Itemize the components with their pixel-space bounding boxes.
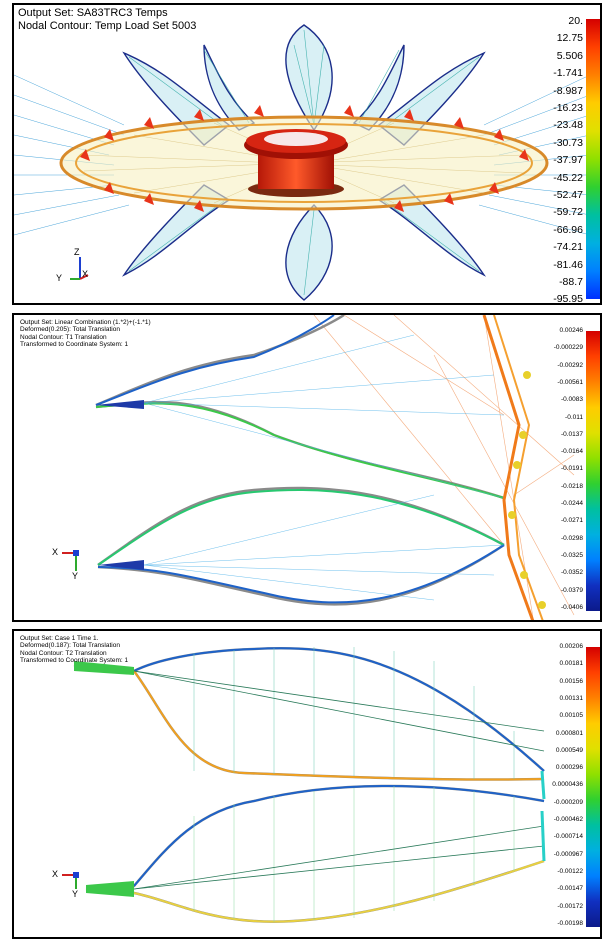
lower-petal xyxy=(85,784,545,923)
x-axis-label: X xyxy=(52,547,59,557)
legend-value: -0.00561 xyxy=(557,378,583,386)
ring-edge xyxy=(540,770,546,862)
lower-petal xyxy=(97,486,505,606)
legend-value: -95.95 xyxy=(553,293,583,305)
legend-value: -88.7 xyxy=(559,276,583,288)
axis-triad: Z Y X xyxy=(56,247,110,296)
legend-value: -16.23 xyxy=(553,102,583,114)
y-axis-label: Y xyxy=(72,889,79,899)
contour-label: Nodal Contour: T2 Translation xyxy=(20,649,107,657)
y-axis-label: Y xyxy=(56,273,63,283)
legend-value: 0.00246 xyxy=(559,327,584,334)
legend-value: -0.00172 xyxy=(557,902,583,910)
output-set-label: Output Set: Case 1 Time 1. xyxy=(20,635,99,642)
legend-value: -0.000714 xyxy=(553,833,583,841)
legend-value: -0.00198 xyxy=(557,919,583,927)
coordinate-system-label: Transformed to Coordinate System: 1 xyxy=(20,657,129,665)
contour-label: Nodal Contour: T1 Translation xyxy=(20,333,107,341)
color-legend: 0.00246 -0.000229 -0.00292 -0.00561 -0.0083 -… xyxy=(528,315,600,620)
legend-value: -0.0083 xyxy=(560,396,583,404)
legend-value: -81.46 xyxy=(553,258,583,271)
legend-value: -0.00122 xyxy=(557,867,583,875)
legend-value: -0.000967 xyxy=(553,850,583,858)
petal-pair-view xyxy=(73,647,546,923)
z-axis-label: Z xyxy=(74,247,80,257)
legend-value: -0.0137 xyxy=(560,430,583,438)
legend-value: 12.75 xyxy=(556,32,583,45)
legend-value: 0.00156 xyxy=(559,677,584,685)
lower-ribs xyxy=(193,786,515,922)
legend-value: 0.000549 xyxy=(555,746,583,754)
legend-value: -0.0271 xyxy=(560,517,583,525)
legend-value: -0.011 xyxy=(565,413,583,421)
legend-value: 0.0000436 xyxy=(552,781,583,789)
result-header: Output Set: SA83TRC3 Temps Nodal Contour… xyxy=(18,7,196,32)
legend-value: 20. xyxy=(568,15,583,27)
legend-value: -0.0406 xyxy=(560,603,583,611)
legend-gradient-bar xyxy=(586,647,600,927)
legend-value: -0.00292 xyxy=(557,361,583,369)
legend-gradient-bar xyxy=(586,19,600,299)
legend-value: -30.73 xyxy=(553,136,583,149)
coordinate-system-label: Transformed to Coordinate System: 1 xyxy=(20,341,129,349)
legend-gradient-bar xyxy=(586,331,600,611)
legend-value: -0.0298 xyxy=(560,534,583,542)
contour-label: Nodal Contour: Temp Load Set 5003 xyxy=(18,19,197,32)
legend-value: 5.506 xyxy=(556,49,583,62)
x-axis-label: X xyxy=(52,869,59,879)
legend-value: -52.47 xyxy=(553,189,583,201)
legend-value: -0.00147 xyxy=(557,885,583,893)
legend-value: -0.000462 xyxy=(553,816,583,823)
legend-value: 0.00181 xyxy=(559,660,584,668)
legend-value: 0.00105 xyxy=(559,712,584,720)
upper-petal xyxy=(73,647,545,781)
t1-translation-panel: Output Set: Linear Combination (1.*2)+(-… xyxy=(12,313,602,622)
ring-edge xyxy=(482,315,544,620)
result-header: Output Set: Case 1 Time 1. Deformed(0.18… xyxy=(20,635,128,665)
legend-value: -0.0379 xyxy=(560,586,583,594)
legend-value: 0.000296 xyxy=(555,764,583,772)
legend-value: -45.22 xyxy=(553,171,583,184)
legend-value: -0.0352 xyxy=(560,569,583,577)
antenna-3d-view xyxy=(14,24,591,301)
petal-mesh xyxy=(128,29,480,296)
legend-value: -59.72 xyxy=(553,206,583,219)
legend-value: -0.0244 xyxy=(560,500,583,507)
legend-value: 0.00131 xyxy=(559,694,584,702)
ring-pads xyxy=(508,371,546,609)
legend-value: -0.0164 xyxy=(560,448,583,456)
legend-value: -0.0325 xyxy=(560,551,583,559)
y-axis-label: Y xyxy=(72,571,79,581)
t2-translation-panel: Output Set: Case 1 Time 1. Deformed(0.18… xyxy=(12,629,602,939)
color-legend: 20. 12.75 5.506 -1.741 -8.987 -16.23 -23.48 -30… xyxy=(528,5,600,305)
legend-value: -37.97 xyxy=(553,154,583,167)
legend-value: -0.0191 xyxy=(560,465,583,473)
axis-triad: X Y xyxy=(52,869,96,914)
upper-petal xyxy=(95,315,505,500)
legend-value: -23.48 xyxy=(553,119,583,132)
output-set-label: Output Set: SA83TRC3 Temps xyxy=(18,7,168,19)
deformed-label: Deformed(0.205): Total Translation xyxy=(20,326,120,334)
result-header: Output Set: Linear Combination (1.*2)+(-… xyxy=(20,319,151,349)
legend-value: -0.0218 xyxy=(560,482,583,490)
color-legend: 0.00206 0.00181 0.00156 0.00131 0.00105 0.000… xyxy=(528,631,600,937)
temperature-contour-panel: Output Set: SA83TRC3 Temps Nodal Contour… xyxy=(12,3,602,305)
x-axis-label: X xyxy=(82,269,89,279)
central-drum xyxy=(244,129,348,197)
legend-value: -8.987 xyxy=(553,84,583,97)
upper-ribs xyxy=(193,647,515,779)
petal-deformation-view xyxy=(95,315,575,620)
legend-value: -0.000229 xyxy=(553,344,583,352)
legend-value: -66.96 xyxy=(553,223,583,236)
axis-triad: X Y xyxy=(52,547,96,592)
legend-value: 0.000801 xyxy=(555,729,583,737)
legend-value: -1.741 xyxy=(553,67,583,80)
ring-nodes xyxy=(80,105,529,212)
output-set-label: Output Set: Linear Combination (1.*2)+(-… xyxy=(20,319,151,326)
legend-value: -0.000209 xyxy=(553,798,583,806)
deformed-label: Deformed(0.187): Total Translation xyxy=(20,642,120,650)
legend-value: 0.00206 xyxy=(559,643,584,650)
legend-value: -74.21 xyxy=(553,241,583,254)
